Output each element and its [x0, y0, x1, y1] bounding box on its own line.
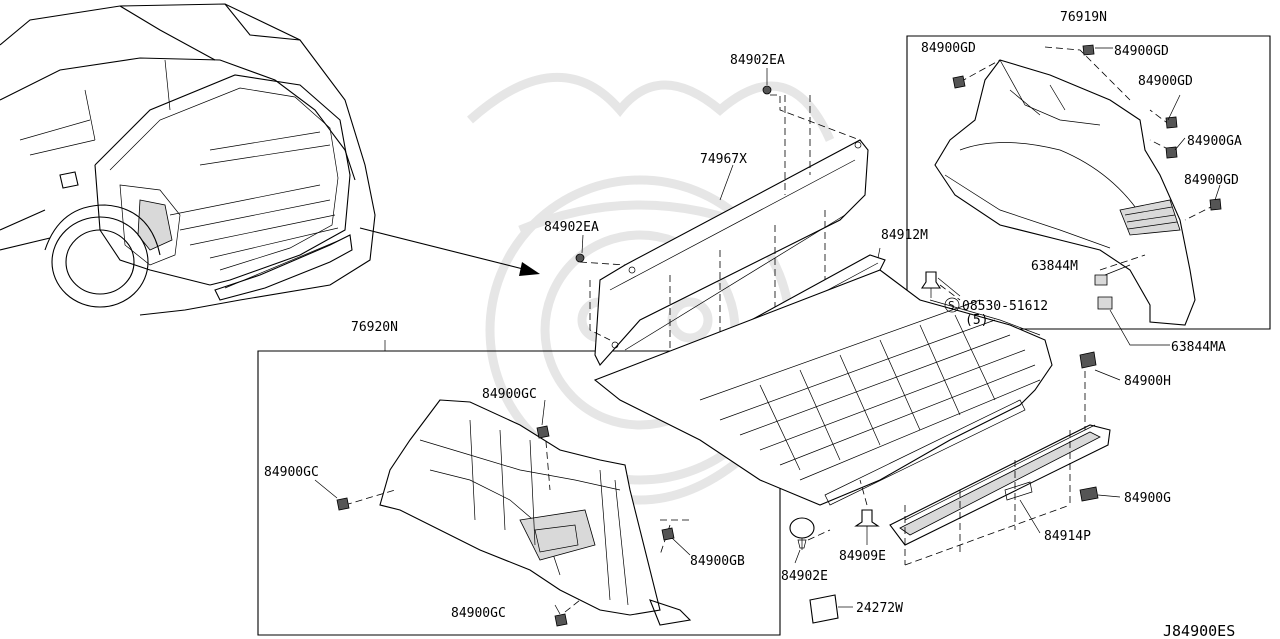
label-84902EA-top: 84902EA	[730, 53, 785, 68]
label-08530-51612: 08530-51612	[962, 299, 1048, 314]
label-84900G: 84900G	[1124, 491, 1171, 506]
label-84902E: 84902E	[781, 569, 828, 584]
label-84900GD-3: 84900GD	[1138, 74, 1193, 89]
label-84900H: 84900H	[1124, 374, 1171, 389]
label-84900GD-4: 84900GD	[1184, 173, 1239, 188]
label-84900GC-2: 84900GC	[264, 465, 319, 480]
label-84912M: 84912M	[881, 228, 928, 243]
label-08530-qty: (5)	[965, 313, 988, 328]
label-76919N: 76919N	[1060, 10, 1107, 25]
callout-labels: 76919N 84900GD 84900GD 84900GD 84900GA 8…	[264, 10, 1242, 639]
box-76919N	[907, 36, 1270, 345]
label-84900GB: 84900GB	[690, 554, 745, 569]
vehicle-rear-illustration	[0, 4, 375, 315]
label-76920N: 76920N	[351, 320, 398, 335]
label-84900GD-2: 84900GD	[1114, 44, 1169, 59]
label-84909E: 84909E	[839, 549, 886, 564]
diagram-id: J84900ES	[1163, 622, 1235, 639]
callout-arrow	[360, 228, 540, 276]
label-74967X: 74967X	[700, 152, 747, 167]
label-84900GD-1: 84900GD	[921, 41, 976, 56]
label-08530-prefix: S	[948, 299, 955, 312]
label-84902EA-mid: 84902EA	[544, 220, 599, 235]
label-84900GA: 84900GA	[1187, 134, 1242, 149]
label-24272W: 24272W	[856, 601, 903, 616]
label-84900GC-1: 84900GC	[482, 387, 537, 402]
floor-mat	[595, 270, 1052, 505]
label-63844M: 63844M	[1031, 259, 1078, 274]
label-84900GC-3: 84900GC	[451, 606, 506, 621]
label-63844MA: 63844MA	[1171, 340, 1226, 355]
scuff-plate-84914P	[890, 352, 1120, 565]
small-parts-bottom	[790, 480, 878, 623]
bolt-08530-51612	[922, 272, 960, 312]
board-74967X	[576, 68, 868, 395]
box-76920N	[258, 340, 780, 635]
label-84914P: 84914P	[1044, 529, 1091, 544]
